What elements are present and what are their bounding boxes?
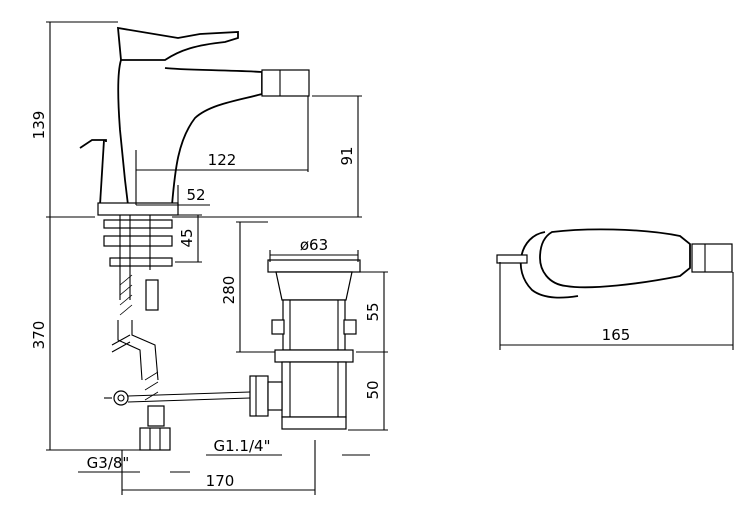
break-mark-2 (111, 341, 131, 353)
lever-handle (116, 26, 239, 61)
popup-rod (99, 139, 105, 206)
dim-waste-upper: 55 (364, 302, 382, 321)
dim-waste-distance: 170 (206, 472, 235, 490)
waste-nut (274, 349, 354, 363)
dim-supply-length: 370 (30, 321, 48, 350)
linkage-rod-bottom (127, 397, 251, 403)
popup-rod-knob (79, 139, 107, 149)
dim-waste-diameter: ø63 (300, 236, 328, 254)
dim-shank-length: 45 (178, 228, 196, 247)
waste-body-upper (282, 299, 346, 351)
break-mark-1 (111, 334, 131, 346)
supply-connector-nut (139, 427, 171, 451)
hose-hatch (119, 274, 159, 401)
linkage-nut (249, 375, 269, 417)
waste-body-lower (281, 361, 347, 418)
shank-washer (103, 219, 173, 229)
supply-pipe (147, 405, 165, 427)
dim-waste-thread: G1.1/4" (214, 437, 271, 455)
waste-cone (275, 271, 353, 301)
top-lever-body (539, 228, 691, 289)
linkage-pivot (113, 390, 129, 406)
top-base-ring (519, 231, 579, 299)
dim-top-length: 165 (602, 326, 631, 344)
faucet-body (117, 59, 263, 206)
spout-nozzle (261, 69, 310, 97)
hose-line-a (117, 320, 143, 381)
dim-lever-offset: 52 (186, 186, 205, 204)
faucet-top-view (496, 228, 733, 299)
dim-spout-height: 91 (338, 146, 356, 165)
dimension-lines (46, 21, 734, 495)
dim-waste-lower: 50 (364, 380, 382, 399)
dim-waste-height: 280 (220, 276, 238, 305)
dim-supply-thread: G3/8" (87, 454, 130, 472)
faucet-side-view (79, 26, 310, 451)
waste-washer-right (343, 319, 357, 335)
hose-line-b (131, 320, 159, 381)
linkage-pivot-inner (117, 394, 125, 402)
linkage-rod-top (127, 391, 251, 397)
top-spout (691, 243, 733, 273)
shank-lower-nut (109, 257, 173, 267)
waste-tail (281, 416, 347, 430)
rod-clamp (145, 279, 159, 311)
waste-assembly (249, 259, 361, 430)
waste-washer-left (271, 319, 285, 335)
waste-flange (267, 259, 361, 273)
dim-height-total: 139 (30, 111, 48, 140)
top-popup-knob (496, 254, 528, 264)
dim-spout-reach: 122 (208, 151, 237, 169)
shank-nut (103, 235, 173, 247)
linkage-sleeve (267, 381, 283, 411)
